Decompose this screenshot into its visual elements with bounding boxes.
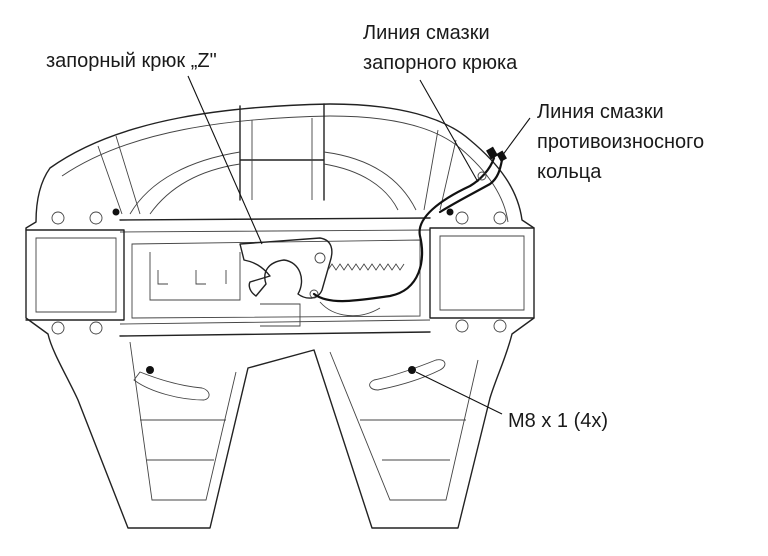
leader-lock-hook (187, 75, 263, 245)
label-lube-line-ring-1: Линия смазки (537, 101, 664, 123)
bolt-left (146, 366, 154, 374)
right-slot (369, 359, 446, 391)
label-lube-line-hook-1: Линия смазки (363, 22, 490, 44)
ring-arc-right (323, 151, 417, 211)
spring (327, 263, 405, 271)
label-lock-hook: запорный крюк „Z" (46, 50, 217, 72)
right-leg-inner (329, 351, 479, 501)
lock-hook (239, 237, 333, 299)
lube-line-ring (438, 158, 504, 214)
label-lube-line-hook-2: запорного крюка (363, 52, 518, 74)
leader-lube-hook (419, 79, 479, 183)
cross-beam (119, 217, 431, 337)
right-block (429, 227, 535, 319)
label-bolt-spec: M8 x 1 (4x) (508, 410, 609, 432)
left-slot (133, 371, 210, 401)
leader-bolt (415, 371, 503, 415)
ring-arc-left (129, 151, 241, 215)
plate-inner-outline (61, 115, 509, 223)
left-block (25, 229, 125, 321)
bolt-right (408, 366, 416, 374)
plate-outline (25, 103, 535, 529)
lube-line-hook (312, 156, 496, 303)
label-lube-line-ring-2: противоизносного (537, 131, 705, 153)
label-lube-line-ring-3: кольца (537, 161, 602, 183)
mechanism-housing (131, 239, 421, 319)
center-rib (239, 103, 325, 201)
left-leg-inner (129, 341, 237, 501)
leader-lube-ring (501, 117, 531, 157)
